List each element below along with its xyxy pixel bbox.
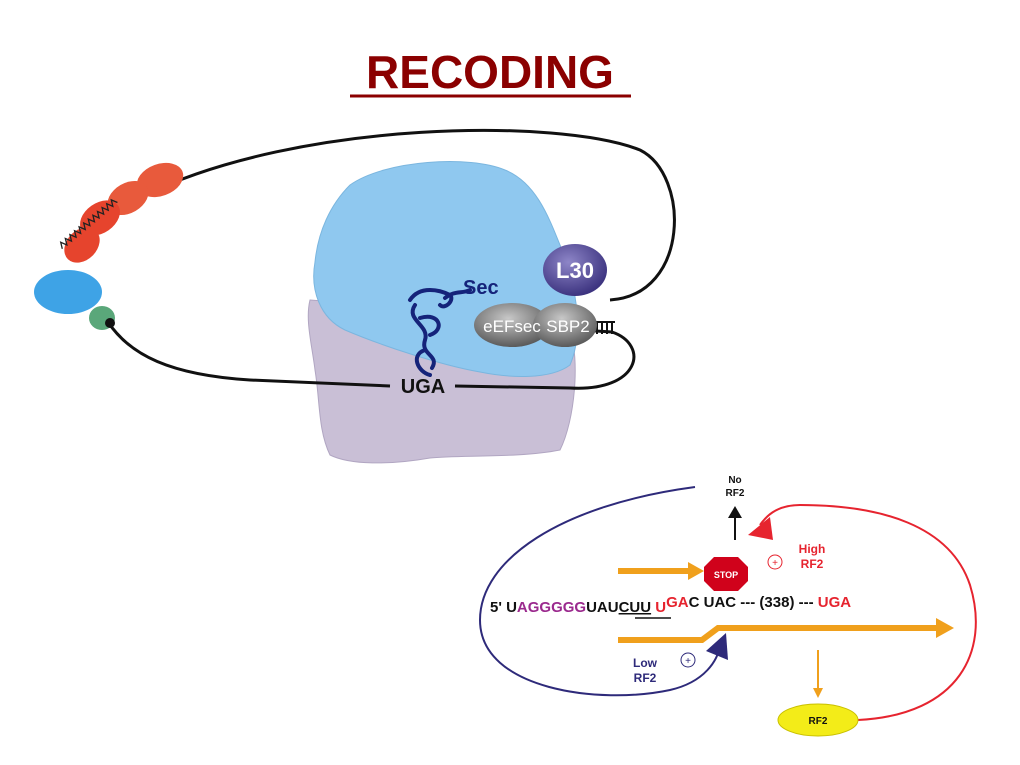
low-rf2-plus: + <box>685 656 691 667</box>
low-rf2-label-line1: Low <box>633 656 658 670</box>
seq-middle: UAU <box>586 599 619 616</box>
l30-protein <box>543 244 607 296</box>
eefsec-protein <box>474 303 550 347</box>
no-rf2-arrowhead-icon <box>728 506 742 518</box>
no-rf2-label-line1: No <box>728 475 741 486</box>
sec-label: Sec <box>463 277 499 299</box>
low-rf2-label-line2: RF2 <box>634 671 657 685</box>
high-rf2-arrowhead-icon <box>748 517 773 540</box>
rf2-down-arrowhead-icon <box>813 688 823 698</box>
high-rf2-plus-icon <box>767 554 783 570</box>
sec-trna <box>408 288 472 377</box>
mrna-sequence: 5' UAGGGGGUAUCUU UGAC UAC --- (338) --- … <box>490 594 851 616</box>
low-rf2-loop <box>478 486 721 697</box>
low-rf2-plus-icon <box>680 652 696 668</box>
mrna-right-strand <box>454 328 636 390</box>
low-rf2-arrowhead-icon <box>706 633 728 660</box>
seq-c-uac: C UAC --- (338) --- <box>689 594 818 611</box>
seq-red-u: U <box>655 599 666 616</box>
mrna-outer-loop <box>144 128 676 302</box>
page-title: RECODING <box>366 46 614 98</box>
seq-sd-purple: AGGGGG <box>517 599 586 616</box>
mrna-cap-icon <box>105 318 115 328</box>
high-rf2-label-line1: High <box>799 542 826 556</box>
stop-sign-label: STOP <box>714 570 738 580</box>
mrna-lower-strand <box>106 321 391 388</box>
seq-underlined: CUU <box>619 599 652 616</box>
polya-tail-icon <box>59 198 118 249</box>
seq-prefix: 5' U <box>490 599 517 616</box>
l30-label: L30 <box>556 258 594 283</box>
rf2-factor <box>777 703 859 737</box>
orange-arrowhead-stop-icon <box>688 562 704 580</box>
seq-red-uga: UGA <box>818 594 852 611</box>
orange-arrowhead-frameshift-icon <box>936 618 954 638</box>
no-rf2-label-line2: RF2 <box>726 488 745 499</box>
eefsec-label: eEFsec <box>483 317 541 336</box>
pabp-proteins <box>64 162 184 263</box>
high-rf2-loop <box>759 503 977 721</box>
eif4g-protein <box>34 270 102 314</box>
stop-sign-icon <box>704 557 748 591</box>
sbp2-protein <box>533 303 597 347</box>
uga-label: UGA <box>401 376 445 398</box>
secis-hairpin <box>585 321 615 334</box>
rf2-factor-label: RF2 <box>809 716 828 727</box>
high-rf2-plus: + <box>772 558 778 569</box>
sbp2-label: SBP2 <box>546 317 589 336</box>
orange-arrow-frameshift <box>618 625 940 643</box>
high-rf2-label-line2: RF2 <box>801 557 824 571</box>
seq-red-ga: GA <box>666 594 689 611</box>
